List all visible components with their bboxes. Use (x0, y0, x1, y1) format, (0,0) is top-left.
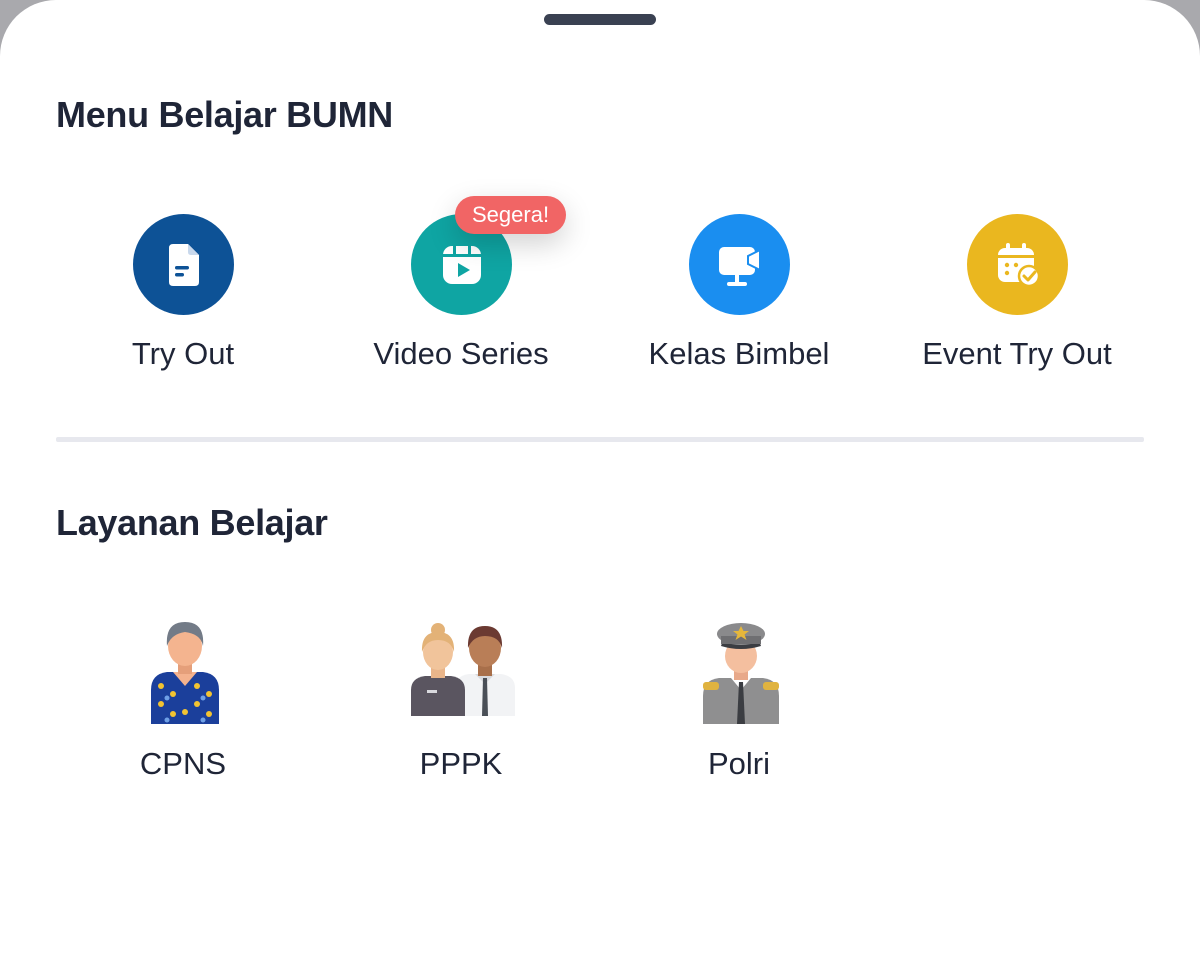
cpns-person-icon (151, 622, 219, 724)
menu-section-title: Menu Belajar BUMN (56, 94, 393, 135)
pppk-people-icon (411, 623, 515, 716)
menu-label-event-try-out: Event Try Out (922, 336, 1112, 371)
event-try-out-circle (967, 214, 1068, 315)
police-officer-icon (703, 623, 779, 724)
menu-item-event-try-out[interactable]: Event Try Out (878, 214, 1156, 384)
menu-item-kelas-bimbel[interactable]: Kelas Bimbel (600, 214, 878, 384)
drag-handle[interactable] (544, 14, 656, 25)
menu-item-try-out[interactable]: Try Out (44, 214, 322, 384)
menu-label-kelas-bimbel: Kelas Bimbel (648, 336, 830, 371)
monitor-video-icon (718, 246, 761, 286)
try-out-circle (133, 214, 234, 315)
service-label-polri: Polri (707, 746, 770, 781)
services-section-title: Layanan Belajar (56, 502, 328, 543)
menu-label-video-series: Video Series (373, 336, 549, 371)
document-icon (168, 243, 199, 286)
menu-item-video-series[interactable]: Video Series (322, 214, 600, 384)
service-item-cpns[interactable]: CPNS (44, 616, 322, 786)
service-label-cpns: CPNS (139, 746, 227, 781)
video-play-icon (442, 245, 481, 284)
service-label-pppk: PPPK (419, 746, 503, 781)
coming-soon-badge: Segera! (455, 196, 567, 234)
menu-label-try-out: Try Out (131, 336, 235, 371)
calendar-check-icon (997, 242, 1040, 287)
section-divider (56, 437, 1144, 442)
service-item-polri[interactable]: Polri (600, 616, 878, 786)
service-item-pppk[interactable]: PPPK (322, 616, 600, 786)
kelas-bimbel-circle (689, 214, 790, 315)
